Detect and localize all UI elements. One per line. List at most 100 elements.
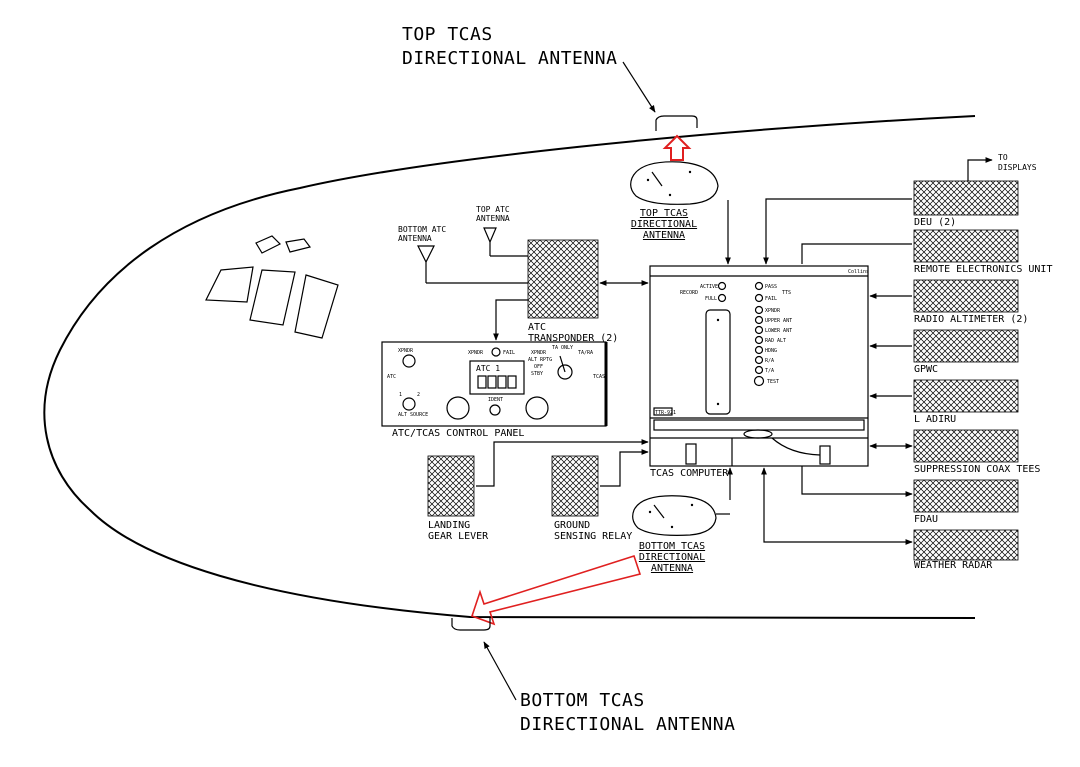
left-code-knob[interactable] <box>446 396 470 420</box>
panel-ta-only: TA ONLY <box>552 345 573 351</box>
unit-box <box>913 429 1019 463</box>
panel-alt-source-label: ALT SOURCE <box>398 412 428 418</box>
tcas-computer-label: TCAS COMPUTER <box>650 468 729 479</box>
top-antenna-title-2: DIRECTIONAL ANTENNA <box>402 48 617 69</box>
atc-transponder-label-2: TRANSPONDER (2) <box>528 333 618 344</box>
right-code-knob[interactable] <box>525 396 549 420</box>
top-atc-antenna-icon <box>483 227 528 257</box>
xpndr-fail-light <box>491 347 501 357</box>
bottom-antenna-title-2: DIRECTIONAL ANTENNA <box>520 714 735 735</box>
top-atc-label-1: TOP ATC <box>476 205 510 214</box>
unit-label: WEATHER RADAR <box>914 560 993 571</box>
control-panel-label: ATC/TCAS CONTROL PANEL <box>392 428 524 439</box>
ident-button[interactable] <box>489 404 501 416</box>
unit-label: FDAU <box>914 514 938 525</box>
computer-active-label: ACTIVE <box>700 284 718 290</box>
led-label: XPNDR <box>765 308 781 314</box>
panel-off: OFF <box>534 364 543 370</box>
panel-alt-rptg: ALT RPTG <box>528 357 552 363</box>
bottom-atc-label-1: BOTTOM ATC <box>398 225 446 234</box>
test-button[interactable] <box>753 375 765 387</box>
unit-label: SUPPRESSION COAX TEES <box>914 464 1040 475</box>
led-label: RAD ALT <box>765 338 786 344</box>
computer-led-list: XPNDR UPPER ANT LOWER ANT RAD ALT HDNG R… <box>754 305 792 375</box>
panel-alt-2: 2 <box>417 392 420 398</box>
computer-fail-label: FAIL <box>765 296 777 302</box>
panel-stby: STBY <box>531 371 543 377</box>
right-units: DEU (2) REMOTE ELECTRONICS UNIT RADIO AL… <box>913 180 1052 571</box>
landing-gear-lever-box <box>427 455 475 517</box>
full-light <box>717 293 727 303</box>
panel-ta-ra: TA/RA <box>578 350 593 356</box>
unit-box <box>913 279 1019 313</box>
active-light <box>717 281 727 291</box>
unit-label: DEU (2) <box>914 217 956 228</box>
atc-tcas-control-panel: XPNDR 1 2 ALT SOURCE ATC TCAS XPNDR FAIL… <box>381 341 608 427</box>
computer-test-label: TEST <box>767 379 779 385</box>
led-label: HDNG <box>765 348 777 354</box>
fail-light <box>754 293 764 303</box>
bottom-atc-label-2: ANTENNA <box>398 234 432 243</box>
top-tcas-antenna-icon <box>630 161 719 205</box>
top-tcas-label-3: ANTENNA <box>643 230 685 241</box>
unit-label: GPWC <box>914 364 938 375</box>
bottom-antenna-title-1: BOTTOM TCAS <box>520 690 645 711</box>
unit-box <box>913 529 1019 561</box>
pass-light <box>754 281 764 291</box>
alt-source-knob[interactable] <box>402 397 416 411</box>
top-highlight-arrow <box>662 134 692 161</box>
computer-model: TTR-921 <box>655 410 676 416</box>
to-displays-2: DISPLAYS <box>998 163 1037 172</box>
atc-display-window <box>469 360 525 395</box>
top-atc-label-2: ANTENNA <box>476 214 510 223</box>
bottom-tcas-antenna-mount <box>451 618 517 701</box>
ground-sensing-label-1: GROUND <box>554 520 590 531</box>
computer-record-label: RECORD <box>680 290 698 296</box>
ground-sensing-label-2: SENSING RELAY <box>554 531 632 542</box>
ground-sensing-relay-box <box>551 455 599 517</box>
bottom-tcas-label-2: DIRECTIONAL <box>639 552 705 563</box>
unit-label: L ADIRU <box>914 414 956 425</box>
tcas-computer: Collins ACTIVE RECORD FULL PASS FAIL TTS… <box>649 265 869 467</box>
unit-box <box>913 479 1019 513</box>
mode-selector-knob[interactable] <box>557 364 573 380</box>
panel-side-atc: ATC <box>387 374 396 380</box>
fuselage-outline <box>43 115 976 619</box>
top-tcas-label-2: DIRECTIONAL <box>631 219 697 230</box>
landing-gear-label-1: LANDING <box>428 520 470 531</box>
panel-atc1-label: ATC 1 <box>476 364 500 373</box>
cockpit-windows <box>205 235 339 339</box>
panel-side-tcas: TCAS <box>593 374 605 380</box>
computer-full-label: FULL <box>705 296 717 302</box>
top-tcas-antenna-mount <box>622 61 698 131</box>
panel-xpndr-fail-2: FAIL <box>503 350 515 356</box>
bottom-highlight-arrow <box>470 554 642 626</box>
atc-transponder-label-1: ATC <box>528 322 546 333</box>
panel-xpndr-label: XPNDR <box>398 348 414 354</box>
bottom-tcas-antenna-icon <box>632 495 717 536</box>
unit-label: RADIO ALTIMETER (2) <box>914 314 1028 325</box>
led-label: LOWER ANT <box>765 328 792 334</box>
top-antenna-title-1: TOP TCAS <box>402 24 493 45</box>
bottom-atc-antenna-icon <box>417 245 528 284</box>
xpndr-selector-knob[interactable] <box>402 354 416 368</box>
unit-box <box>913 180 1019 216</box>
panel-mode-xpndr: XPNDR <box>531 350 547 356</box>
unit-label: REMOTE ELECTRONICS UNIT <box>914 264 1052 275</box>
led-label: R/A <box>765 358 774 364</box>
to-displays-1: TO <box>998 153 1008 162</box>
computer-tts-label: TTS <box>782 290 791 296</box>
led-label: T/A <box>765 368 774 374</box>
unit-box <box>913 229 1019 263</box>
computer-pass-label: PASS <box>765 284 777 290</box>
panel-xpndr-fail-1: XPNDR <box>468 350 484 356</box>
atc-transponder-box <box>527 239 599 319</box>
bottom-tcas-label-3: ANTENNA <box>651 563 693 574</box>
unit-box <box>913 329 1019 363</box>
panel-alt-1: 1 <box>399 392 402 398</box>
panel-ident-label: IDENT <box>488 397 503 403</box>
computer-handle <box>705 309 731 415</box>
unit-box <box>913 379 1019 413</box>
landing-gear-label-2: GEAR LEVER <box>428 531 489 542</box>
